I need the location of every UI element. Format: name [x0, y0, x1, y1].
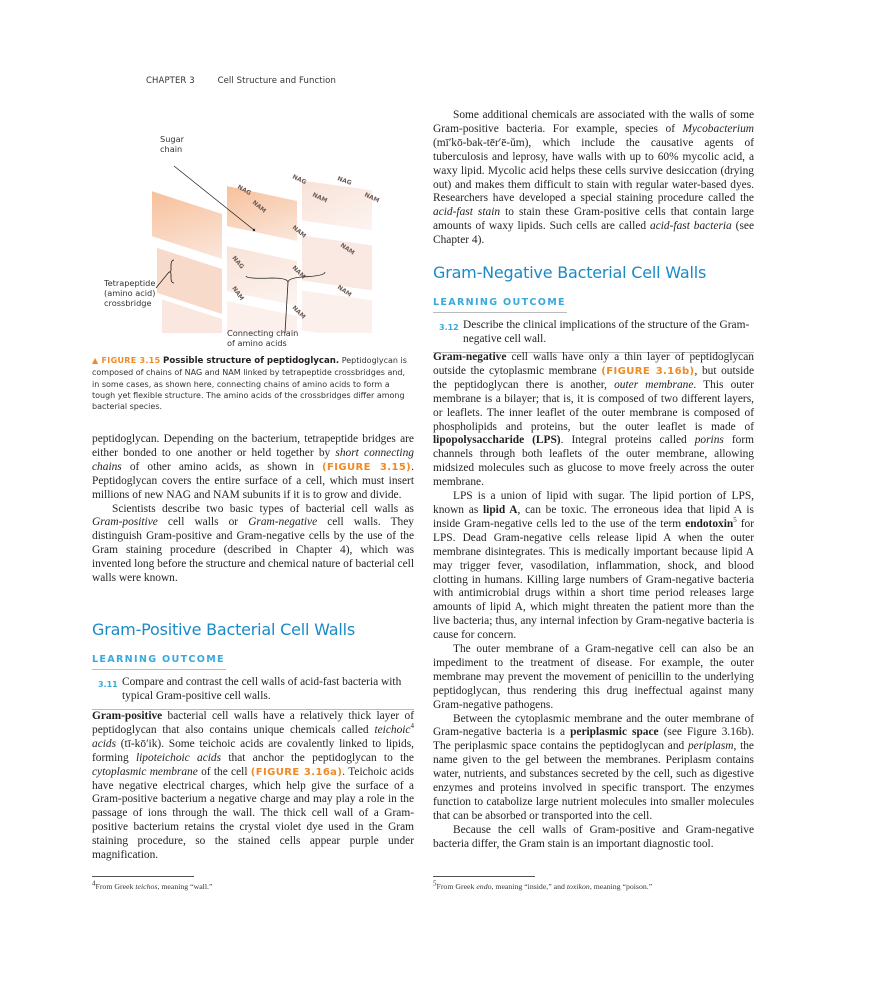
learning-outcome-item: 3.11 Compare and contrast the cell walls… [92, 676, 414, 703]
paragraph: Gram-positive bacterial cell walls have … [92, 710, 415, 862]
label-connecting-chain: Connecting chain of amino acids [227, 328, 299, 348]
chapter-title: Cell Structure and Function [217, 76, 336, 86]
label-tetrapeptide-crossbridge: Tetrapeptide (amino acid) crossbridge [104, 278, 156, 308]
key-term: periplasmic space [570, 726, 659, 739]
figure-title: Possible structure of peptidoglycan. [163, 356, 340, 366]
svg-text:NAG: NAG [291, 173, 307, 186]
paragraph: Scientists describe two basic types of b… [92, 502, 414, 585]
paragraph: Between the cytoplasmic membrane and the… [433, 712, 754, 822]
running-head: CHAPTER 3 Cell Structure and Function [146, 76, 336, 86]
key-term: Gram-positive [92, 710, 163, 722]
figure-caption: ▲ FIGURE 3.15 Possible structure of pept… [92, 355, 414, 412]
italic-term: Gram-positive [92, 516, 158, 529]
paragraph: Because the cell walls of Gram-positive … [433, 823, 754, 850]
paragraph: Gram-negative cell walls have only a thi… [433, 351, 754, 489]
divider [433, 352, 754, 354]
right-column-text-2: Gram-negative cell walls have only a thi… [433, 351, 754, 852]
section-gram-positive: Gram-Positive Bacterial Cell Walls LEARN… [92, 620, 414, 711]
section-heading: Gram-Negative Bacterial Cell Walls [433, 263, 707, 282]
learning-outcome-label: LEARNING OUTCOME [92, 654, 226, 670]
figure-number: ▲ FIGURE 3.15 [92, 356, 161, 365]
italic-term: Gram-negative [248, 516, 318, 529]
paragraph: Some additional chemicals are associated… [433, 109, 755, 247]
left-column-text: peptidoglycan. Depending on the bacteriu… [92, 433, 414, 586]
footnote-marker[interactable]: 4 [410, 722, 415, 731]
key-term: Gram-negative [433, 351, 507, 363]
right-column-text: Some additional chemicals are associated… [433, 109, 754, 248]
peptidoglycan-illustration: NAG NAM NAG NAM NAG NAM NAM NAM NAM NAM … [152, 165, 380, 333]
paragraph: The outer membrane of a Gram-negative ce… [433, 643, 754, 711]
svg-text:NAG: NAG [336, 175, 352, 187]
learning-outcome-label: LEARNING OUTCOME [433, 297, 567, 313]
divider [92, 709, 414, 711]
chapter-number: CHAPTER 3 [146, 76, 195, 86]
left-column-text-2: Gram-positive bacterial cell walls have … [92, 710, 414, 863]
figure-reference-link[interactable]: (FIGURE 3.16b) [601, 365, 695, 377]
key-term: endotoxin [685, 517, 734, 530]
paragraph: peptidoglycan. Depending on the bacteriu… [92, 433, 415, 501]
section-heading: Gram-Positive Bacterial Cell Walls [92, 620, 355, 639]
footnote-4: 4From Greek teichos, meaning “wall.” [92, 879, 213, 891]
learning-outcome-text: Compare and contrast the cell walls of a… [122, 676, 402, 702]
learning-outcome-item: 3.12 Describe the clinical implications … [433, 319, 754, 346]
footnote-5: 5From Greek endo, meaning “inside,” and … [433, 879, 653, 891]
footnote-divider [92, 876, 194, 877]
footnote-divider [433, 876, 535, 877]
figure-3-15: NAG NAM NAG NAM NAG NAM NAM NAM NAM NAM … [92, 128, 414, 350]
footnote-marker[interactable]: 5 [733, 516, 737, 525]
label-sugar-chain: Sugar chain [160, 134, 184, 154]
learning-outcome-text: Describe the clinical implications of th… [463, 319, 750, 345]
italic-term: short connecting chains [92, 446, 414, 473]
figure-caption-text: Peptidoglycan is composed of chains of N… [92, 356, 407, 412]
section-gram-negative: Gram-Negative Bacterial Cell Walls LEARN… [433, 263, 754, 354]
learning-outcome-number: 3.11 [98, 680, 118, 689]
learning-outcome-number: 3.12 [439, 323, 459, 332]
key-term: lipid A [483, 503, 518, 516]
figure-reference-link[interactable]: (FIGURE 3.15) [322, 461, 412, 473]
figure-reference-link[interactable]: (FIGURE 3.16a) [250, 766, 343, 778]
paragraph: LPS is a union of lipid with sugar. The … [433, 490, 754, 642]
key-term: lipopolysaccharide (LPS) [433, 434, 561, 447]
